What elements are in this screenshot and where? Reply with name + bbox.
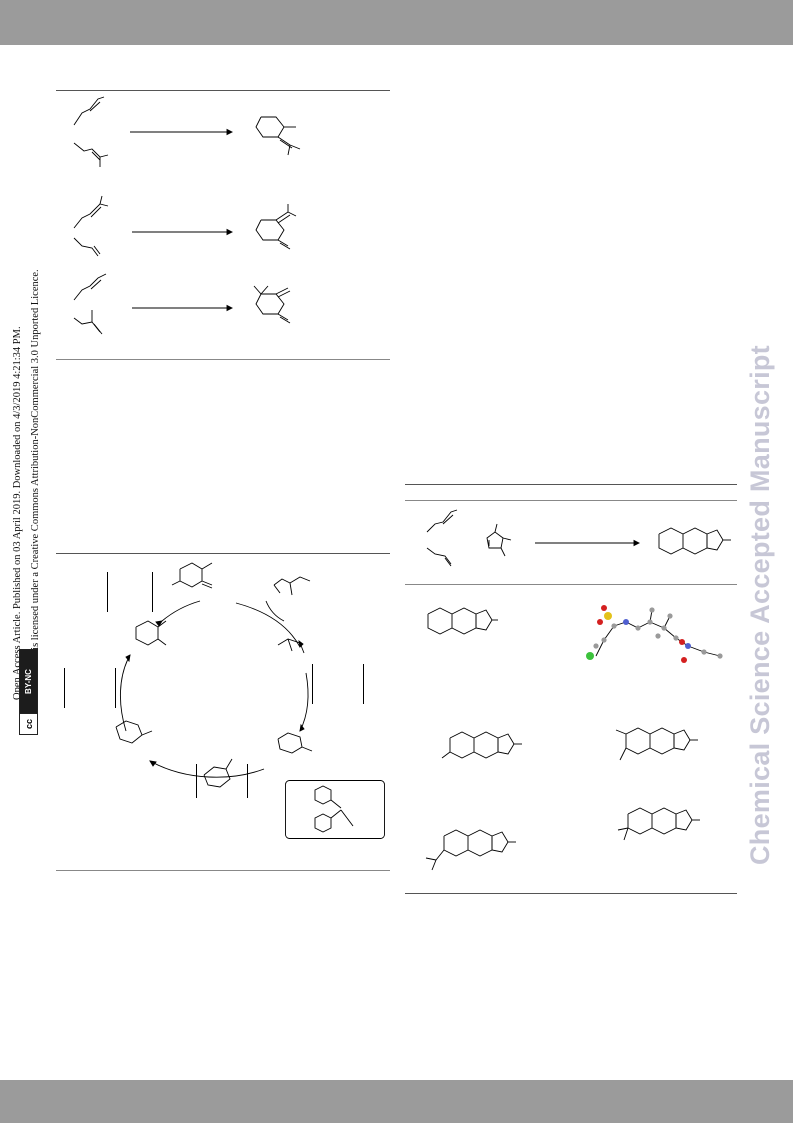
- bracket-left: [64, 668, 116, 708]
- scheme2-top-rule: [56, 553, 390, 554]
- bracket-right: [312, 664, 364, 704]
- table-reaction-header: [426, 509, 731, 567]
- table-mid-rule: [405, 584, 737, 585]
- scheme1-reaction-1: [73, 96, 301, 167]
- table-top-rule: [405, 484, 737, 485]
- table-entry-4: [425, 829, 516, 871]
- table-entry-3: [615, 727, 698, 761]
- licence-line[interactable]: This article is licensed under a Creativ…: [30, 269, 41, 700]
- table-header-rule: [405, 500, 737, 501]
- top-band: [0, 0, 793, 45]
- table-entry-2: [441, 731, 522, 759]
- bottom-band: [0, 1080, 793, 1123]
- scheme1-bottom-rule: [56, 359, 390, 360]
- table-bottom-rule: [405, 893, 737, 894]
- open-access-line: Open Access Article. Published on 03 Apr…: [12, 326, 23, 700]
- ligand-box: [285, 780, 385, 839]
- bracket-top-left: [107, 572, 153, 612]
- scheme1-reaction-2: [73, 195, 297, 257]
- cc-icon: cc: [20, 713, 37, 734]
- cc-licence-badge[interactable]: cc BY-NC: [19, 649, 38, 735]
- bracket-bottom: [196, 764, 248, 798]
- accepted-manuscript-watermark: Chemical Science Accepted Manuscript: [745, 345, 775, 865]
- scheme1-top-rule: [56, 90, 390, 91]
- by-nc-label: BY-NC: [20, 650, 37, 713]
- table-entry-1: [427, 607, 498, 635]
- catalytic-cycle: [115, 562, 313, 788]
- scheme2-bottom-rule: [56, 870, 390, 871]
- table-entry-5: [617, 807, 700, 841]
- scheme1-reaction-3: [73, 273, 291, 335]
- crystal-structure: [586, 605, 723, 663]
